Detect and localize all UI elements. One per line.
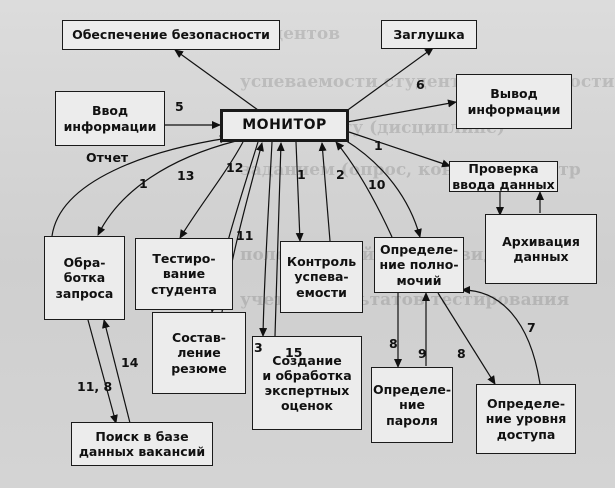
arrow-expert-monitor — [274, 142, 285, 337]
node-input: Ввод информации — [55, 91, 165, 146]
arrow-process-monitor — [51, 135, 229, 237]
node-rights: Определе- ние полно- мочий — [374, 237, 464, 293]
arrow-monitor-rights — [344, 139, 422, 238]
label-8b: 8 — [457, 346, 466, 361]
label-7: 7 — [527, 320, 536, 335]
arrow-process-search — [87, 319, 118, 424]
node-monitor: МОНИТОР — [220, 109, 349, 142]
arrow-monitor-stub — [344, 47, 434, 113]
arrow-access-rights — [461, 286, 541, 385]
label-2: 2 — [336, 167, 345, 182]
node-testing: Тестиро- вание студента — [135, 238, 233, 310]
node-access: Определе- ние уровня доступа — [476, 384, 576, 454]
arrow-rights-monitor — [335, 141, 393, 238]
node-archive: Архивация данных — [485, 214, 597, 284]
node-expert: Создание и обработка экспертных оценок — [252, 336, 362, 430]
label-6: 6 — [416, 77, 425, 92]
label-13: 13 — [177, 168, 195, 183]
node-check-input: Проверка ввода данных — [449, 161, 558, 192]
label-10: 10 — [368, 177, 386, 192]
label-12: 12 — [226, 160, 244, 175]
node-process-request: Обра- ботка запроса — [44, 236, 125, 320]
arrow-monitor-control — [295, 141, 304, 242]
label-11-8: 11, 8 — [77, 379, 113, 394]
label-15: 15 — [285, 345, 303, 360]
node-stub: Заглушка — [381, 20, 477, 49]
label-5: 5 — [175, 99, 184, 114]
arrow-rights-access — [437, 292, 496, 385]
label-report: Отчет — [86, 150, 129, 165]
arrow-monitor-process — [97, 140, 237, 236]
arrow-control-monitor — [318, 142, 331, 242]
node-resume: Состав- ление резюме — [152, 312, 246, 394]
node-control: Контроль успева- емости — [280, 241, 363, 313]
label-1b: 1 — [297, 167, 306, 182]
arrow-monitor-security — [174, 49, 259, 111]
node-security: Обеспечение безопасности — [62, 20, 280, 50]
node-search: Поиск в базе данных вакансий — [71, 422, 213, 466]
arrow-search-process — [102, 319, 131, 424]
arrow-monitor-testing — [179, 141, 244, 239]
arrow-monitor-check — [348, 131, 451, 168]
label-1c: 1 — [374, 138, 383, 153]
arrow-monitor-expert — [259, 141, 273, 337]
node-password: Определе- ние пароля — [371, 367, 453, 443]
label-8a: 8 — [389, 336, 398, 351]
arrow-monitor-output — [346, 99, 457, 123]
label-14: 14 — [121, 355, 139, 370]
label-1a: 1 — [139, 176, 148, 191]
label-9: 9 — [418, 346, 427, 361]
node-output: Вывод информации — [456, 74, 572, 129]
label-11: 11 — [236, 228, 254, 243]
label-3: 3 — [254, 340, 263, 355]
